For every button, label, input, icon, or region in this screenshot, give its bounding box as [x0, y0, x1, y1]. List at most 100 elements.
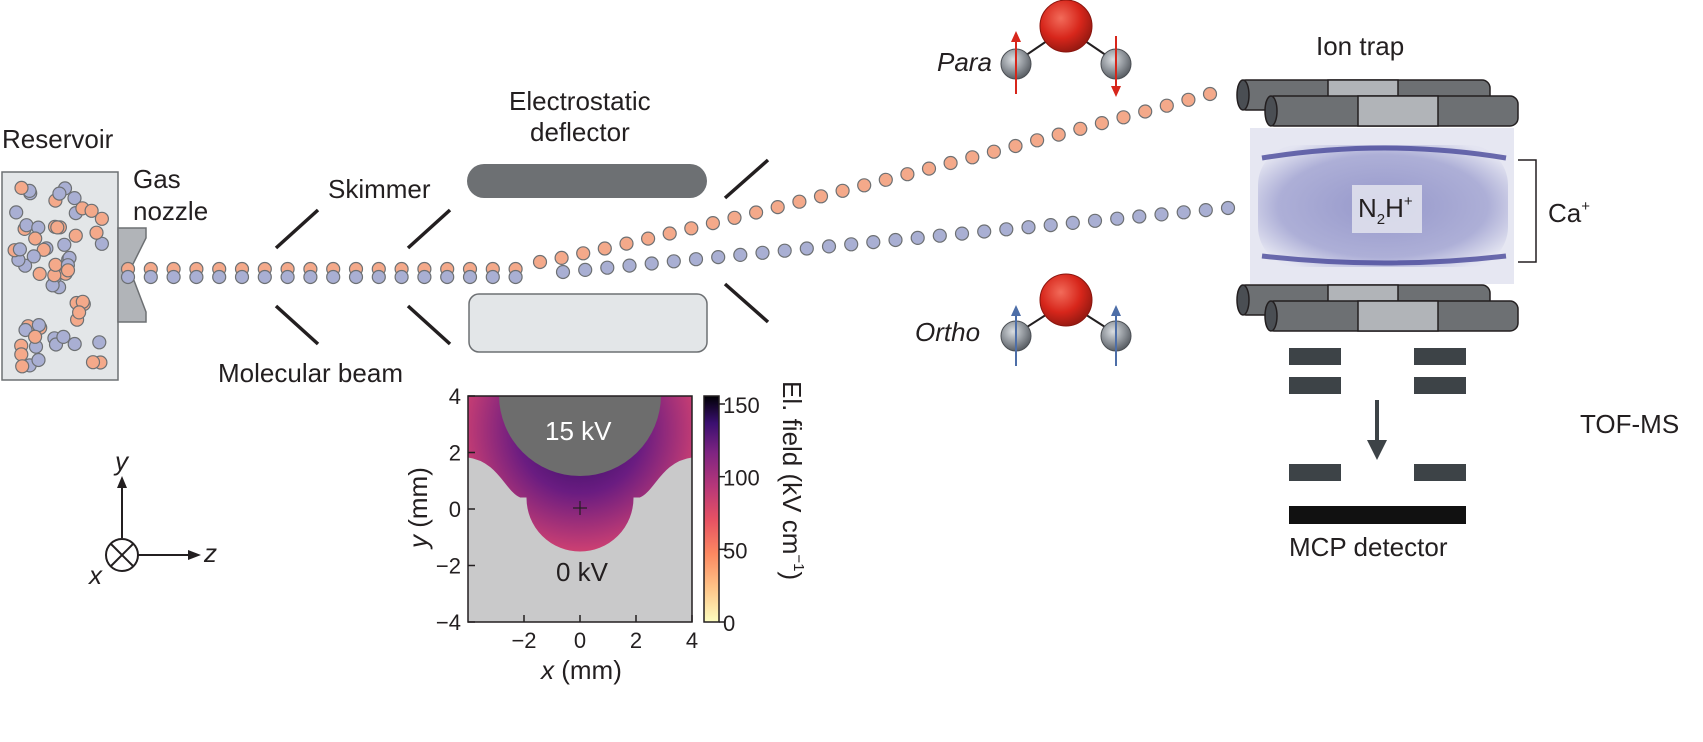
- ortho-molecule: [821, 239, 837, 254]
- y-axis-label: y (mm): [403, 467, 433, 550]
- para-molecule: [1094, 115, 1110, 131]
- ca-label: Ca+: [1548, 198, 1590, 228]
- ortho-molecule: [1220, 200, 1236, 216]
- field-map-plot: [467, 395, 693, 623]
- para-water-molecule: [1000, 0, 1132, 97]
- ortho-molecule: [688, 252, 704, 267]
- coordinate-axes: [105, 476, 201, 572]
- reservoir-molecule: [36, 242, 51, 257]
- upper-electrode-voltage: 15 kV: [545, 416, 612, 446]
- gas-nozzle: [117, 227, 147, 323]
- para-molecule: [662, 226, 677, 241]
- reservoir-molecule: [14, 180, 29, 195]
- para-molecule: [748, 205, 764, 220]
- x-axis-label: x (mm): [539, 655, 622, 685]
- colorbar-ticks: 150 100 50 0: [719, 393, 760, 636]
- colorbar-tick-label: 100: [723, 466, 760, 491]
- para-molecule: [1008, 138, 1023, 154]
- para-molecule: [1202, 86, 1218, 102]
- ortho-molecule: [417, 269, 432, 285]
- gas-nozzle-label-line2: nozzle: [133, 196, 208, 226]
- ortho-molecule: [120, 269, 136, 285]
- reservoir-molecule: [50, 220, 65, 235]
- ortho-molecule: [1043, 218, 1058, 233]
- ortho-molecule: [485, 269, 500, 285]
- para-molecule: [792, 194, 807, 209]
- ortho-molecule: [440, 269, 455, 285]
- para-molecule: [1159, 98, 1174, 113]
- reservoir-molecule: [9, 205, 24, 220]
- para-molecule: [965, 150, 980, 165]
- reservoir: [1, 171, 119, 381]
- axis-x-label: x: [87, 560, 103, 590]
- ortho-molecule: [1110, 211, 1125, 226]
- para-molecule: [943, 155, 958, 171]
- para-molecule: [1138, 104, 1153, 119]
- ortho-molecule: [303, 269, 318, 285]
- reservoir-molecule: [84, 203, 99, 218]
- reservoir-molecule: [15, 359, 30, 374]
- ortho-molecule: [1176, 205, 1191, 220]
- reservoir-molecule: [56, 329, 71, 344]
- ortho-molecule: [999, 222, 1014, 237]
- reservoir-molecule: [52, 186, 67, 201]
- para-molecule: [857, 178, 872, 193]
- reservoir-molecule: [71, 305, 87, 320]
- ortho-water-molecule: [1000, 273, 1132, 366]
- para-molecule: [576, 246, 591, 261]
- molecular-beam-label: Molecular beam: [218, 358, 403, 388]
- ortho-molecule: [777, 243, 792, 258]
- x-tick-label: −2: [511, 628, 536, 653]
- reservoir-molecule: [27, 329, 43, 344]
- para-molecule: [1051, 127, 1066, 142]
- reservoir-label: Reservoir: [2, 124, 114, 154]
- para-molecule: [532, 254, 548, 270]
- reservoir-molecule: [67, 191, 82, 206]
- ion-crystal-image: [1250, 128, 1514, 284]
- para-molecule: [727, 210, 742, 225]
- reservoir-molecule: [68, 228, 83, 243]
- ortho-molecule: [166, 269, 181, 285]
- ortho-molecule: [844, 237, 859, 252]
- ortho-molecule: [508, 269, 523, 285]
- ortho-molecule: [954, 226, 970, 241]
- ortho-molecule: [348, 269, 364, 285]
- ortho-molecule: [326, 269, 341, 285]
- ortho-label: Ortho: [915, 317, 980, 347]
- colorbar-tick-label: 0: [723, 611, 735, 636]
- mcp-detector: [1289, 506, 1466, 524]
- para-molecule: [878, 172, 893, 187]
- ortho-beam: [120, 200, 1236, 285]
- axis-z-label: z: [203, 538, 217, 568]
- ortho-molecule: [555, 264, 571, 280]
- ortho-molecule: [212, 269, 227, 285]
- reservoir-molecule: [18, 322, 33, 338]
- ortho-molecule: [711, 250, 726, 265]
- ortho-molecule: [1132, 209, 1147, 224]
- reservoir-molecule: [92, 335, 107, 350]
- ortho-molecule: [280, 269, 295, 285]
- x-tick-label: 0: [574, 628, 586, 653]
- colorbar-tick-label: 50: [723, 538, 747, 563]
- para-molecule: [619, 236, 634, 251]
- colorbar: [703, 395, 720, 623]
- mcp-detector-label: MCP detector: [1289, 532, 1448, 562]
- reservoir-molecule: [60, 263, 76, 278]
- para-molecule: [1029, 133, 1045, 148]
- ortho-molecule: [189, 269, 204, 285]
- spin-up-arrow-icon: [1111, 305, 1121, 366]
- reservoir-molecule: [26, 249, 41, 264]
- spin-up-arrow-icon: [1011, 31, 1021, 94]
- para-molecule: [640, 231, 656, 246]
- lower-electrode-voltage: 0 kV: [556, 557, 609, 587]
- reservoir-molecule: [14, 347, 29, 362]
- ion-trap-label: Ion trap: [1316, 31, 1404, 61]
- ortho-molecule: [600, 260, 615, 275]
- para-molecule: [705, 216, 721, 231]
- ortho-molecule: [1087, 213, 1103, 228]
- ortho-molecule: [622, 258, 637, 273]
- colorbar-tick-label: 150: [723, 393, 760, 418]
- para-molecule: [597, 241, 612, 256]
